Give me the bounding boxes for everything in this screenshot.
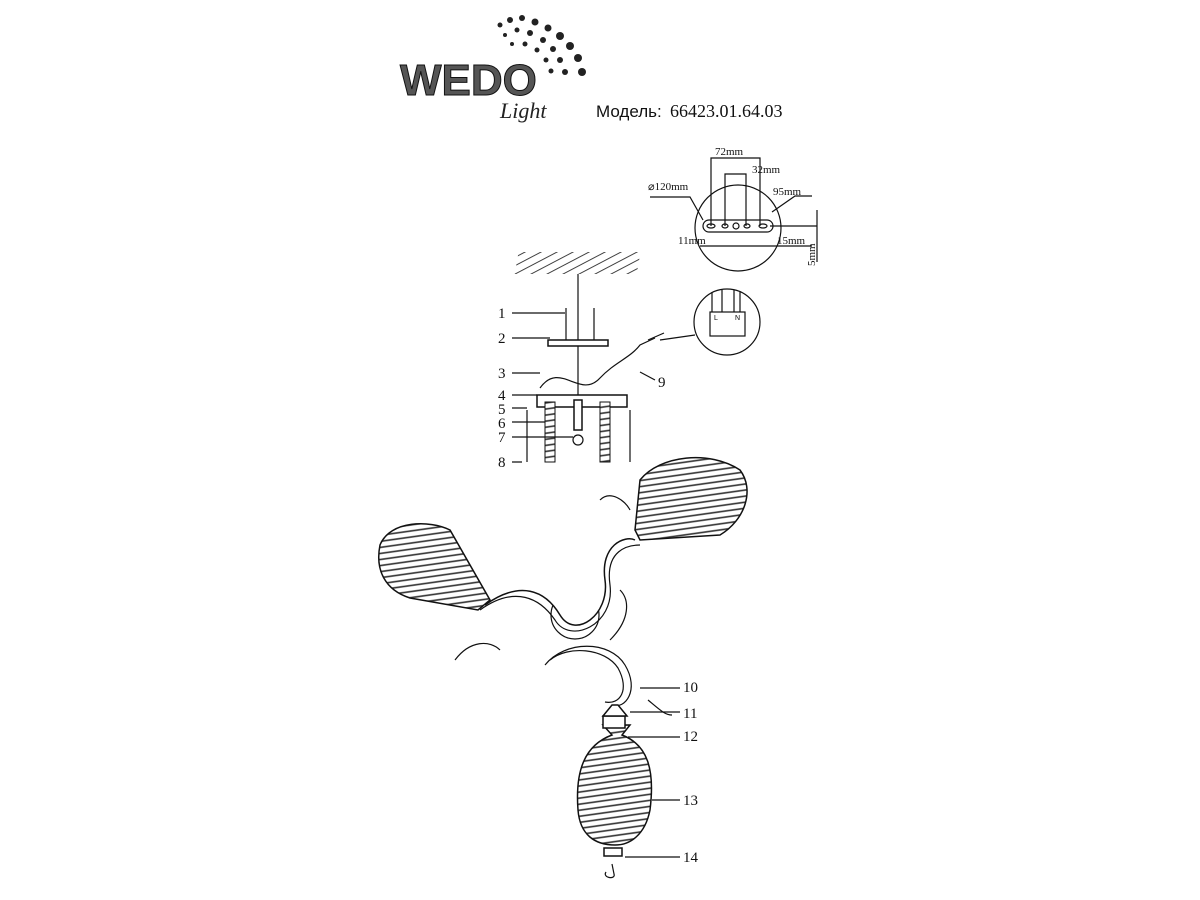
dim-15mm: 15mm (777, 235, 806, 247)
callout-2: 2 (498, 331, 506, 347)
ceiling-hatch (514, 252, 641, 274)
model-label: Модель: (596, 102, 662, 121)
dim-5mm: 5mm (806, 243, 818, 266)
dim-95mm: 95mm (773, 186, 802, 198)
logo-sub: Light (499, 98, 547, 123)
dim-72mm: 72mm (715, 146, 744, 158)
callout-13: 13 (683, 793, 698, 809)
canopy-assembly (526, 308, 656, 463)
callout-10: 10 (683, 680, 698, 696)
callout-6: 6 (498, 416, 506, 432)
dim-11mm: 11mm (678, 235, 706, 247)
callout-8: 8 (498, 455, 506, 471)
callout-4: 4 (498, 388, 506, 404)
glass-shade-bottom (576, 724, 653, 846)
callout-12: 12 (683, 729, 698, 745)
terminal-block-detail: L N (647, 288, 761, 356)
callouts-lower: 10 11 12 13 14 (625, 680, 699, 866)
callout-11: 11 (683, 706, 697, 722)
callout-9: 9 (658, 375, 666, 391)
logo-dots (497, 15, 586, 76)
logo-brand: WEDO (400, 56, 537, 105)
terminal-n: N (735, 315, 740, 322)
dim-32mm: 32mm (752, 164, 781, 176)
callout-3: 3 (498, 366, 506, 382)
mounting-plate-detail: 72mm 32mm ⌀120mm 95mm 11mm 15mm 5mm (648, 146, 818, 272)
finial-screw (604, 863, 615, 879)
callouts-upper: 1 2 3 4 5 6 7 8 9 (498, 306, 666, 471)
wedo-light-logo: WEDO Light (400, 15, 586, 123)
terminal-l: L (714, 315, 718, 322)
chandelier-arms (454, 495, 673, 716)
socket-cover (601, 704, 629, 717)
callout-1: 1 (498, 306, 506, 322)
callout-7: 7 (498, 430, 506, 446)
callout-14: 14 (683, 850, 699, 866)
finial (603, 847, 623, 857)
glass-shade-left (378, 523, 491, 611)
lamp-socket (602, 715, 626, 729)
dim-diameter: ⌀120mm (648, 181, 689, 193)
glass-shade-right (634, 457, 748, 541)
model-number: 66423.01.64.03 (670, 101, 783, 121)
callout-5: 5 (498, 402, 506, 418)
